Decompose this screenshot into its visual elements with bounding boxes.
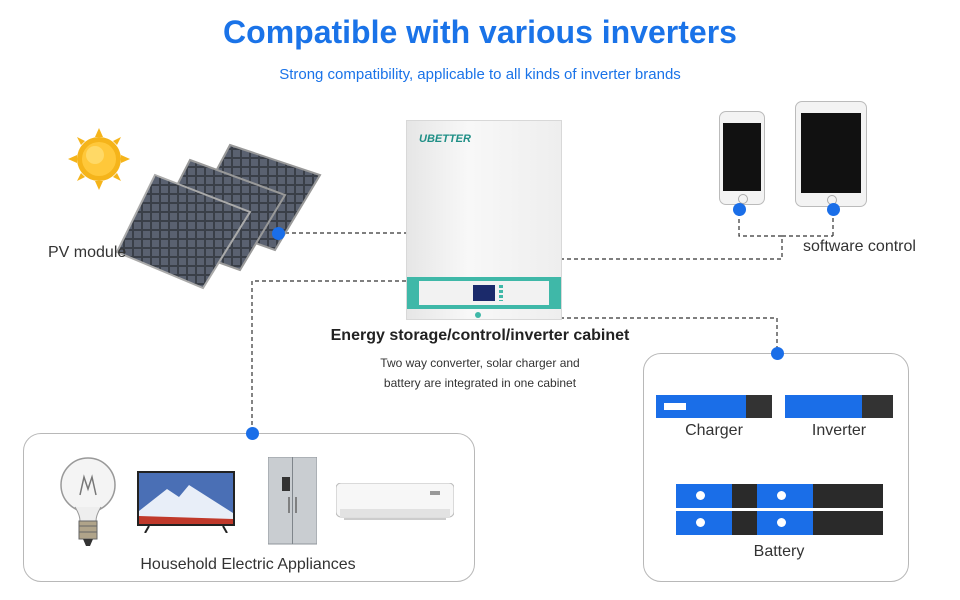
smartphone-icon [719, 111, 765, 205]
page-subtitle: Strong compatibility, applicable to all … [279, 66, 681, 83]
cabinet-description-line2: battery are integrated in one cabinet [383, 376, 577, 390]
air-conditioner-icon [336, 483, 454, 520]
pv-module-label: PV module [48, 244, 127, 261]
cabinet-description-line1: Two way converter, solar charger and [380, 356, 580, 370]
battery-row [676, 484, 883, 508]
battery-row [676, 511, 883, 535]
page-title: Compatible with various inverters [223, 14, 737, 50]
software-control-label: software control [803, 238, 916, 255]
charger-label: Charger [685, 422, 743, 439]
cabinet-panel [407, 277, 561, 309]
solar-panel-icon [115, 143, 322, 290]
charger-bar [656, 395, 772, 418]
system-connector-dot [771, 347, 784, 360]
cabinet-display [473, 285, 495, 301]
inverter-cabinet: UBETTER [406, 120, 562, 320]
refrigerator-icon [268, 457, 317, 545]
cabinet-logo-mark [475, 312, 481, 318]
cabinet-title: Energy storage/control/inverter cabinet [330, 327, 630, 344]
inverter-bar [785, 395, 893, 418]
tv-icon [137, 471, 235, 533]
system-components-panel [643, 353, 909, 582]
appliances-connector-dot [246, 427, 259, 440]
sun-icon [68, 128, 130, 190]
inverter-label: Inverter [811, 422, 867, 439]
cabinet-brand-logo: UBETTER [419, 133, 471, 145]
light-bulb-icon [60, 457, 116, 546]
pv-connector-dot [272, 227, 285, 240]
phone-connector-dot [733, 203, 746, 216]
battery-label: Battery [753, 543, 805, 560]
tablet-connector-dot [827, 203, 840, 216]
appliances-label: Household Electric Appliances [140, 556, 356, 573]
tablet-icon [795, 101, 867, 207]
